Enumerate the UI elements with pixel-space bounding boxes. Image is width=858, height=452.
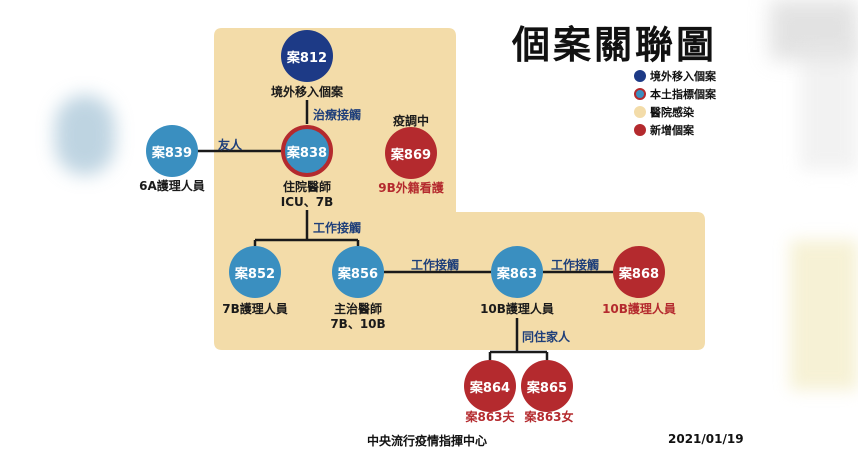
case-838-description-line1: 住院醫師: [282, 180, 331, 194]
case-812-node: 案812: [281, 30, 333, 82]
case-852-description: 7B護理人員: [222, 302, 288, 316]
case-863-description: 10B護理人員: [480, 302, 554, 316]
case-869-description: 9B外籍看護: [378, 181, 444, 195]
edge-label-friend: 友人: [218, 138, 243, 152]
blue-dot-red-ring-icon: [634, 88, 646, 100]
case-856-description-line2: 7B、10B: [330, 317, 386, 331]
case-868-description: 10B護理人員: [602, 302, 676, 316]
legend-label: 新增個案: [650, 124, 694, 137]
case-839-node: 案839: [146, 125, 198, 177]
case-839-description: 6A護理人員: [139, 179, 205, 193]
dark-blue-dot-icon: [634, 70, 646, 82]
edge-label-household: 同住家人: [522, 330, 571, 344]
blurred-background-right-mid: [800, 40, 858, 170]
case-856-node: 案856: [332, 246, 384, 298]
edge-label-work-contact-863-868: 工作接觸: [551, 258, 600, 272]
edge-label-work-contact-856-863: 工作接觸: [411, 258, 460, 272]
case-863-node: 案863: [491, 246, 543, 298]
case-864-description: 案863夫: [465, 410, 515, 424]
diagram-title: 個案關聯圖: [512, 23, 718, 67]
legend-label: 境外移入個案: [650, 70, 716, 83]
blurred-background-right-bottom: [790, 240, 858, 390]
case-864-node: 案864: [464, 360, 516, 412]
case-856-description-line1: 主治醫師: [333, 302, 382, 316]
case-838-node: 案838: [281, 125, 333, 177]
edge-label-treatment-contact: 治療接觸: [313, 108, 362, 122]
case-812-description: 境外移入個案: [270, 85, 343, 99]
case-869-node: 案869: [385, 127, 437, 179]
case-869-note: 疫調中: [392, 114, 429, 128]
legend-label: 本土指標個案: [650, 88, 716, 101]
legend-item-hospital: 醫院感染: [634, 104, 694, 120]
legend-label: 醫院感染: [650, 106, 694, 119]
case-865-node: 案865: [521, 360, 573, 412]
case-868-node: 案868: [613, 246, 665, 298]
case-852-node: 案852: [229, 246, 281, 298]
legend-item-imported: 境外移入個案: [634, 68, 716, 84]
red-dot-icon: [634, 124, 646, 136]
legend-item-new: 新增個案: [634, 122, 694, 138]
beige-dot-icon: [634, 106, 646, 118]
edge-label-work-contact-838: 工作接觸: [313, 221, 362, 235]
legend-item-index: 本土指標個案: [634, 86, 716, 102]
blurred-background-left: [55, 95, 115, 175]
source-credit: 中央流行疫情指揮中心: [367, 434, 488, 448]
case-865-description: 案863女: [524, 410, 574, 424]
case-838-description-line2: ICU、7B: [280, 195, 334, 209]
date-label: 2021/01/19: [668, 432, 744, 446]
